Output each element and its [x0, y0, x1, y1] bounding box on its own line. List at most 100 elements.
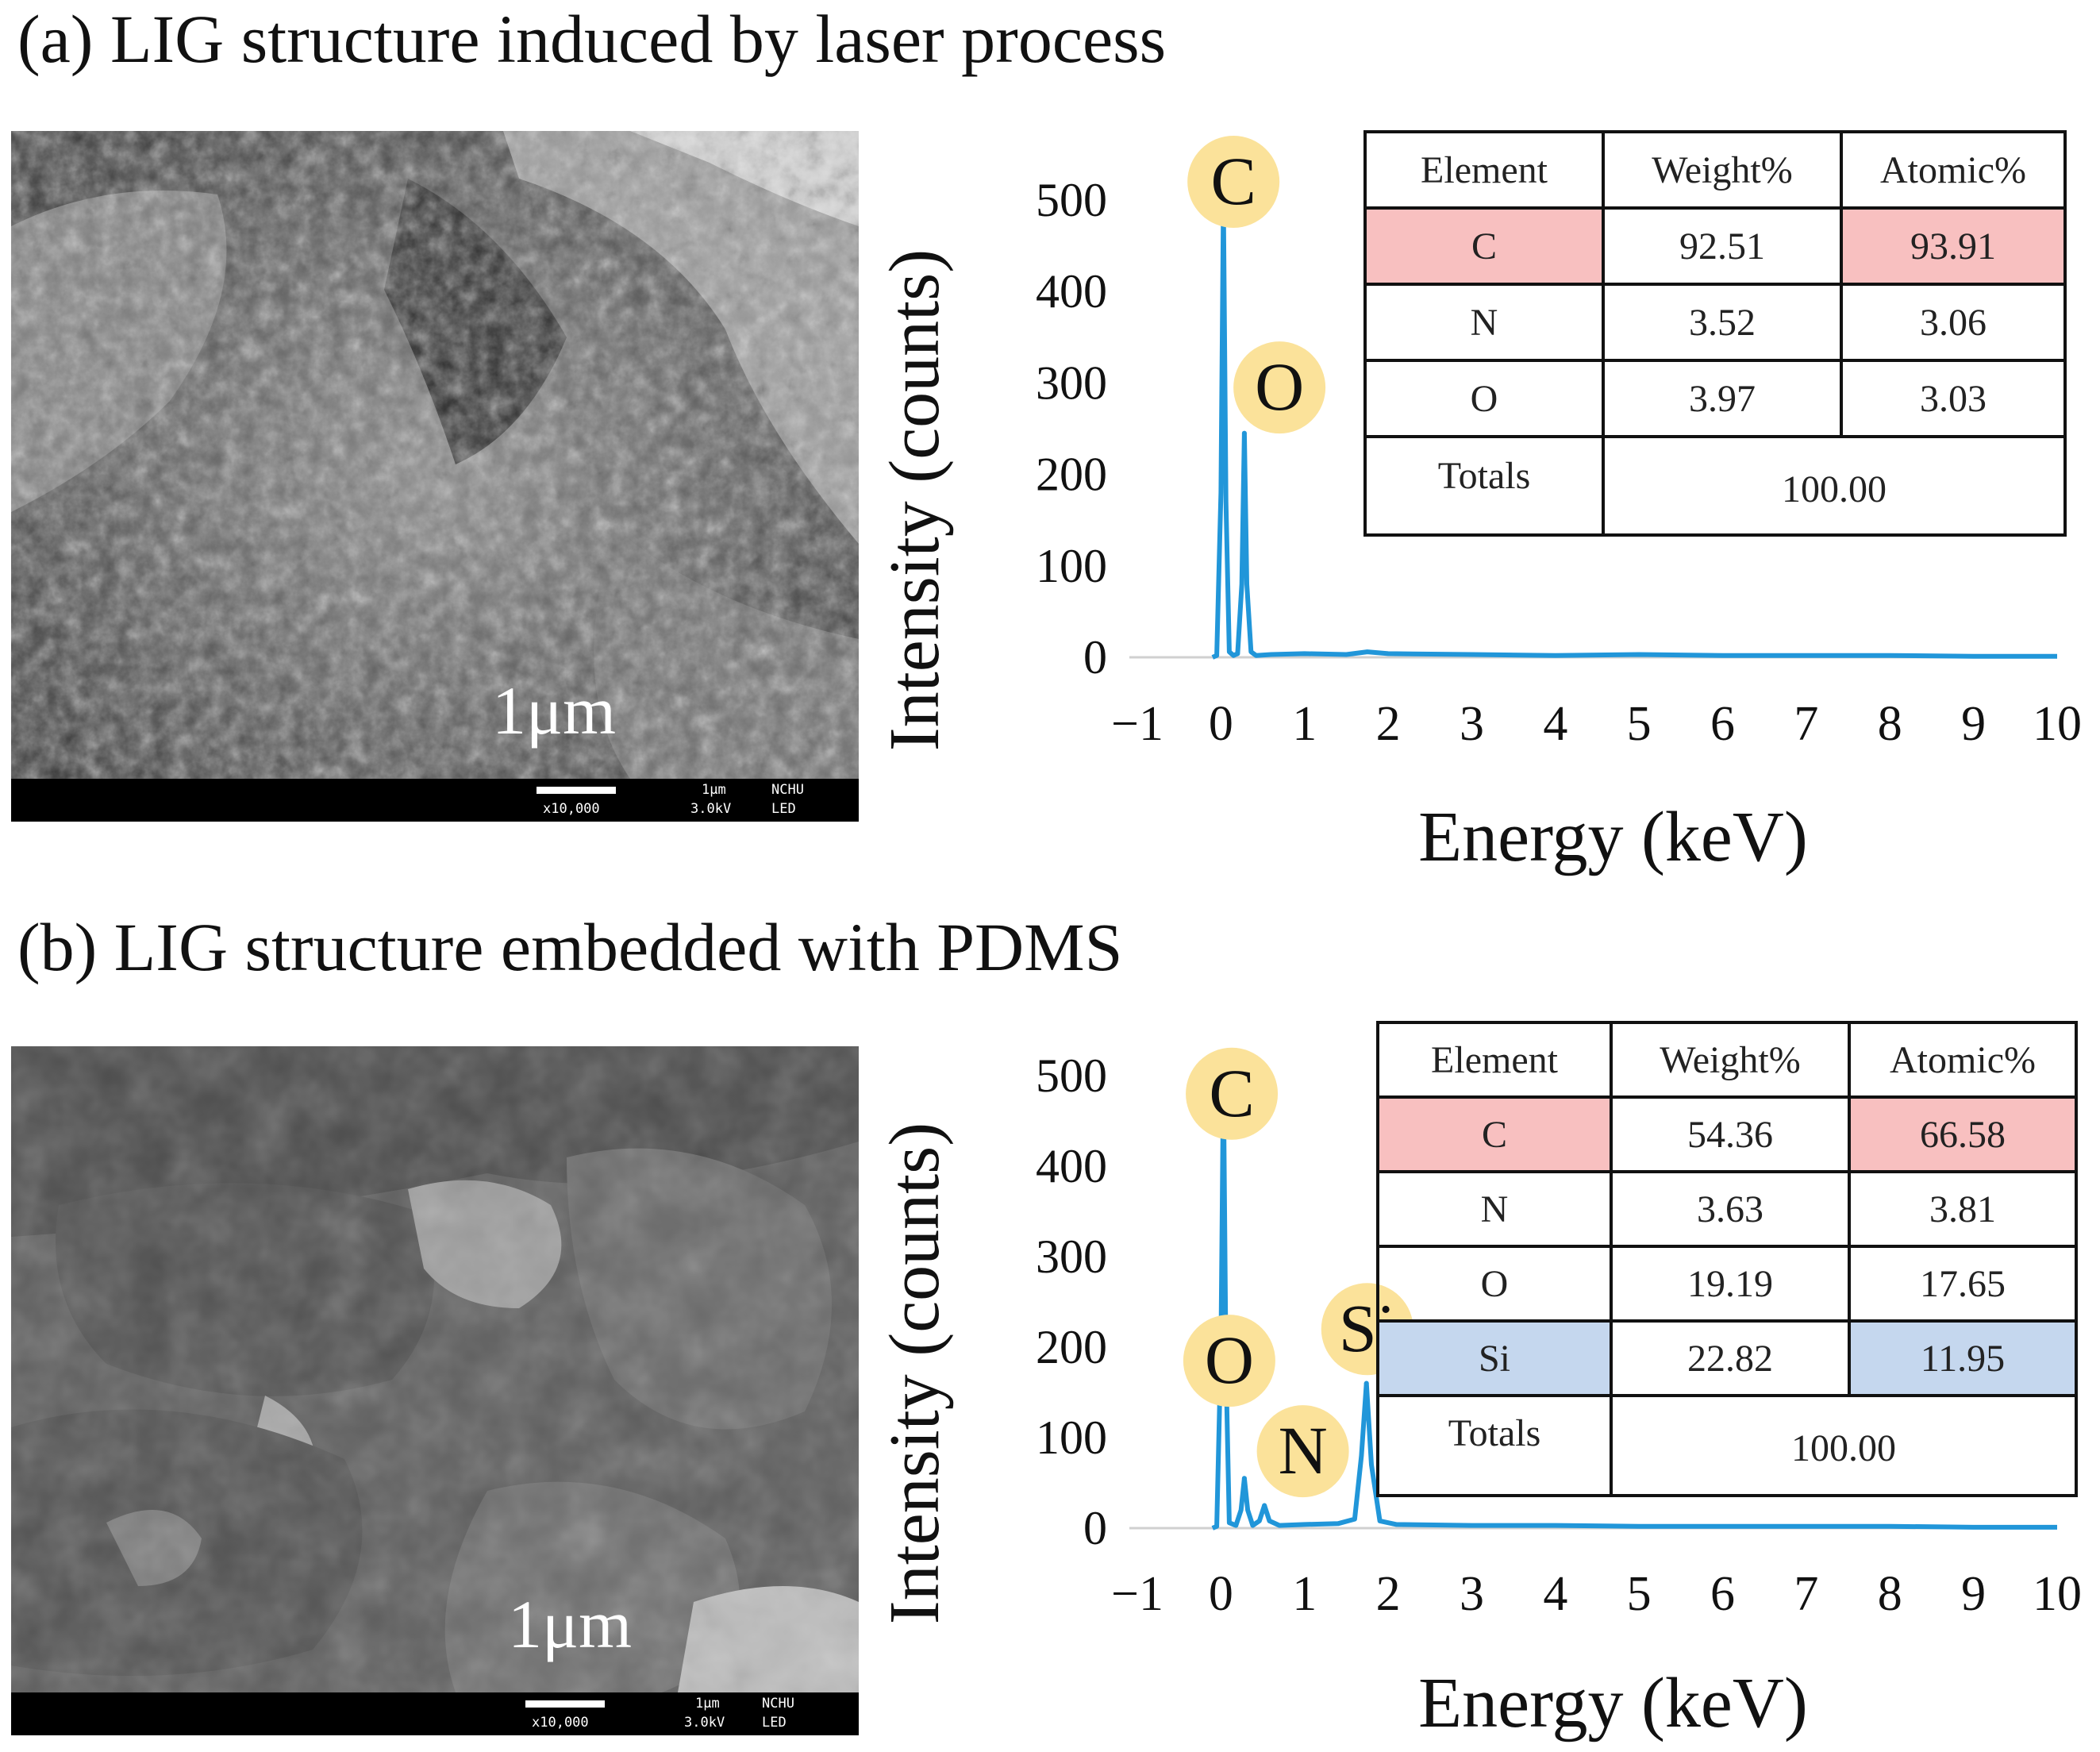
- table-cell-element: C: [1376, 1095, 1613, 1173]
- peak-label-badge: [1187, 135, 1280, 228]
- x-tick-label: 5: [1627, 697, 1652, 751]
- databar-detector: LED: [771, 801, 796, 817]
- table-row-totals: Totals 100.00: [1376, 1394, 2078, 1497]
- x-tick-label: 1: [1292, 1567, 1317, 1621]
- sem-image-lig-pdms: 1μm 1μm NCHU x10,000 3.0kV LED: [11, 1046, 859, 1735]
- peak-label-badge: [1233, 341, 1326, 434]
- sem-databar: 1μm NCHU x10,000 3.0kV LED: [11, 779, 859, 822]
- scale-annotation: 1μm: [492, 672, 617, 749]
- databar-voltage: 3.0kV: [690, 801, 732, 817]
- table-cell-weight: 54.36: [1610, 1095, 1851, 1173]
- peak-point-si: [1363, 1380, 1369, 1386]
- sem-micrograph-lig: [11, 131, 859, 822]
- table-row: N 3.63 3.81: [1376, 1170, 2078, 1248]
- peak-label-o: O: [1255, 348, 1304, 425]
- databar-detector: LED: [762, 1715, 787, 1731]
- table-row: C 54.36 66.58: [1376, 1095, 2078, 1173]
- databar-bar-label: 1μm: [702, 782, 726, 798]
- table-cell-element: N: [1363, 283, 1605, 362]
- eds-table-b: Element Weight% Atomic% C 54.36 66.58 N …: [1376, 1021, 2078, 1497]
- table-row: O 3.97 3.03: [1363, 359, 2067, 438]
- table-row: O 19.19 17.65: [1376, 1245, 2078, 1323]
- table-row: Si 22.82 11.95: [1376, 1319, 2078, 1397]
- peak-point-o: [1241, 430, 1247, 436]
- x-tick-label: 2: [1376, 1567, 1401, 1621]
- x-axis-label: Energy (keV): [1418, 1664, 1808, 1742]
- table-header-weight: Weight%: [1610, 1021, 1851, 1099]
- table-header-weight: Weight%: [1602, 130, 1843, 210]
- table-cell-element: Si: [1376, 1319, 1613, 1397]
- eds-table-a: Element Weight% Atomic% C 92.51 93.91 N …: [1363, 130, 2067, 537]
- table-row: N 3.52 3.06: [1363, 283, 2067, 362]
- databar-magnification: x10,000: [543, 801, 600, 817]
- y-tick-label: 300: [1036, 1230, 1107, 1283]
- x-tick-label: 7: [1794, 1567, 1818, 1621]
- table-header-element: Element: [1363, 130, 1605, 210]
- peak-label-n: N: [1279, 1412, 1328, 1488]
- y-tick-label: 100: [1036, 540, 1107, 592]
- table-cell-element: O: [1363, 359, 1605, 438]
- peak-label-badge: [1256, 1405, 1349, 1498]
- x-tick-label: 8: [1878, 1567, 1902, 1621]
- table-cell-atomic: 11.95: [1848, 1319, 2078, 1397]
- databar-voltage: 3.0kV: [684, 1715, 725, 1731]
- table-totals-value: 100.00: [1610, 1394, 2078, 1497]
- x-tick-label: −1: [1111, 1567, 1163, 1621]
- peak-point-n: [1262, 1503, 1267, 1508]
- x-tick-label: 9: [1961, 697, 1986, 751]
- sem-image-lig: 1μm 1μm NCHU x10,000 3.0kV LED: [11, 131, 859, 822]
- x-tick-label: 4: [1543, 1567, 1567, 1621]
- x-tick-label: 3: [1460, 1567, 1484, 1621]
- table-cell-atomic: 3.06: [1840, 283, 2067, 362]
- x-tick-label: 0: [1209, 1567, 1233, 1621]
- x-tick-label: 9: [1961, 1567, 1986, 1621]
- table-cell-atomic: 66.58: [1848, 1095, 2078, 1173]
- spectrum-line: [1211, 198, 2057, 660]
- table-cell-atomic: 93.91: [1840, 206, 2067, 286]
- table-cell-weight: 19.19: [1610, 1245, 1851, 1323]
- panel-b-title: (b) LIG structure embedded with PDMS: [17, 909, 1123, 985]
- peak-label-badge: [1183, 1315, 1275, 1407]
- x-tick-label: 5: [1627, 1567, 1652, 1621]
- table-cell-weight: 3.97: [1602, 359, 1843, 438]
- x-tick-label: 3: [1460, 697, 1484, 751]
- table-cell-atomic: 17.65: [1848, 1245, 2078, 1323]
- spectrum-line: [1211, 1073, 2057, 1531]
- peak-point-o: [1241, 1476, 1247, 1481]
- table-cell-weight: 3.63: [1610, 1170, 1851, 1248]
- panel-a-title: (a) LIG structure induced by laser proce…: [17, 1, 1167, 77]
- y-axis-label: Intensity (counts): [875, 1122, 954, 1624]
- y-tick-label: 0: [1083, 631, 1107, 683]
- y-tick-label: 100: [1036, 1411, 1107, 1464]
- table-totals-value: 100.00: [1602, 435, 2067, 537]
- table-cell-weight: 92.51: [1602, 206, 1843, 286]
- scale-annotation: 1μm: [508, 1586, 633, 1662]
- x-tick-label: 7: [1794, 697, 1818, 751]
- x-axis-label: Energy (keV): [1418, 798, 1808, 876]
- table-cell-weight: 22.82: [1610, 1319, 1851, 1397]
- table-cell-element: O: [1376, 1245, 1613, 1323]
- x-tick-label: 10: [2033, 1567, 2082, 1621]
- databar-lab: NCHU: [762, 1696, 794, 1712]
- y-tick-label: 400: [1036, 1140, 1107, 1192]
- x-tick-label: 0: [1209, 697, 1233, 751]
- y-tick-label: 200: [1036, 449, 1107, 501]
- x-tick-label: 1: [1292, 697, 1317, 751]
- peak-label-o: O: [1205, 1322, 1254, 1398]
- y-axis-label: Intensity (counts): [875, 249, 954, 751]
- table-cell-element: C: [1363, 206, 1605, 286]
- peak-label-c: C: [1209, 1055, 1254, 1131]
- sem-micrograph-lig-pdms: [11, 1046, 859, 1735]
- table-totals-label: Totals: [1363, 435, 1605, 537]
- peak-label-c: C: [1210, 143, 1256, 219]
- y-tick-label: 500: [1036, 1049, 1107, 1102]
- databar-bar-label: 1μm: [695, 1696, 720, 1712]
- x-tick-label: 4: [1543, 697, 1567, 751]
- table-cell-atomic: 3.03: [1840, 359, 2067, 438]
- peak-label-badge: [1186, 1047, 1279, 1140]
- y-tick-label: 500: [1036, 174, 1107, 226]
- table-row: C 92.51 93.91: [1363, 206, 2067, 286]
- y-tick-label: 0: [1083, 1502, 1107, 1554]
- x-tick-label: 10: [2033, 697, 2082, 751]
